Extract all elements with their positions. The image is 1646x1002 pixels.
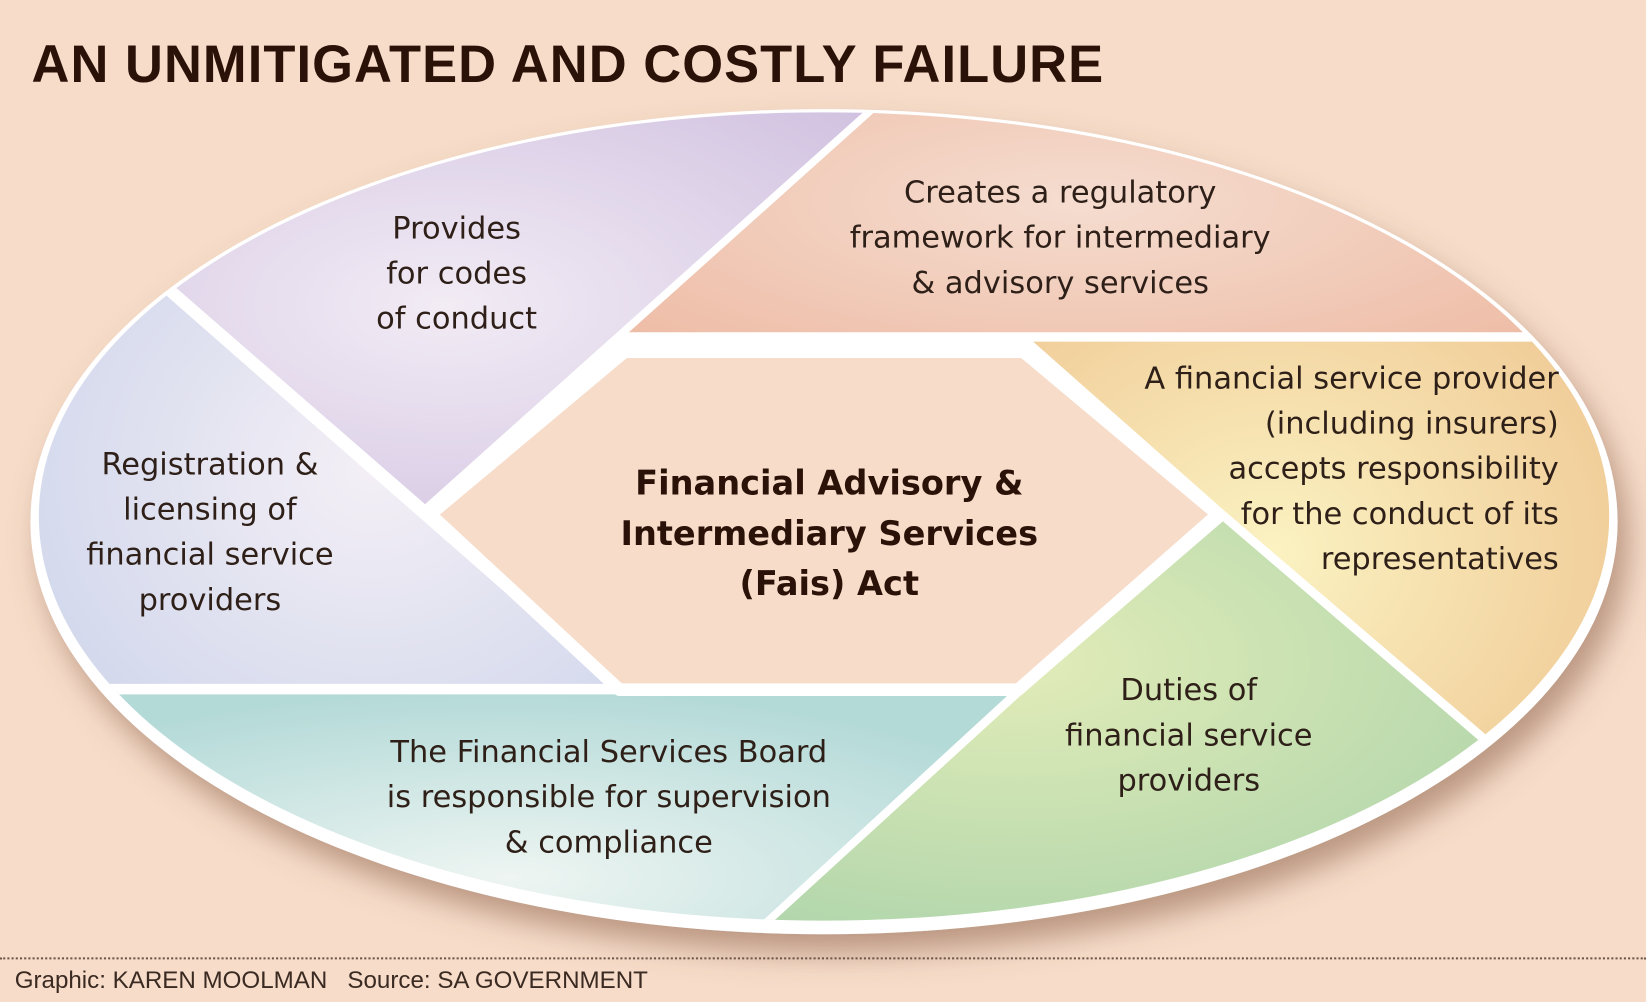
label-line: Provides xyxy=(392,209,521,246)
label-line: providers xyxy=(1117,762,1261,798)
label-line: Registration & xyxy=(101,446,319,482)
label-line: financial service xyxy=(1065,716,1313,753)
label-line: (including insurers) xyxy=(1264,405,1559,441)
label-codes: Provides for codes of conduct xyxy=(336,206,577,341)
center-line: Intermediary Services xyxy=(620,513,1039,554)
label-line: for codes xyxy=(386,255,528,291)
label-line: framework for intermediary xyxy=(849,219,1271,256)
center-hexagon xyxy=(424,345,1224,696)
page-title: AN UNMITIGATED AND COSTLY FAILURE xyxy=(31,34,1105,94)
label-provider: A financial service provider (including … xyxy=(1092,356,1559,582)
center-line: (Fais) Act xyxy=(739,563,920,604)
label-line: & advisory services xyxy=(911,264,1209,301)
label-line: is responsible for supervision xyxy=(386,778,831,815)
label-line: & compliance xyxy=(504,824,713,860)
label-board: The Financial Services Board is responsi… xyxy=(367,730,850,865)
segment-regulatory-framework xyxy=(615,112,1610,340)
label-duties: Duties of financial service providers xyxy=(1050,668,1328,803)
label-line: for the conduct of its xyxy=(1240,495,1559,532)
label-line: The Financial Services Board xyxy=(390,733,828,770)
label-line: providers xyxy=(138,581,282,618)
label-line: accepts responsibility xyxy=(1228,450,1559,487)
label-framework: Creates a regulatory framework for inter… xyxy=(798,170,1323,305)
divider xyxy=(0,957,1646,960)
center-title: Financial Advisory & Intermediary Servic… xyxy=(588,458,1071,609)
credit-line: Graphic: KAREN MOOLMAN Source: SA GOVERN… xyxy=(14,965,648,994)
label-line: Duties of xyxy=(1120,671,1258,708)
center-line: Financial Advisory & xyxy=(635,462,1024,503)
label-registration: Registration & licensing of financial se… xyxy=(63,442,357,623)
label-line: A financial service provider xyxy=(1144,360,1559,396)
label-line: Creates a regulatory xyxy=(903,174,1217,210)
label-line: financial service xyxy=(86,536,334,573)
label-line: of conduct xyxy=(376,300,538,336)
label-line: licensing of xyxy=(123,491,297,527)
label-line: representatives xyxy=(1320,540,1559,577)
